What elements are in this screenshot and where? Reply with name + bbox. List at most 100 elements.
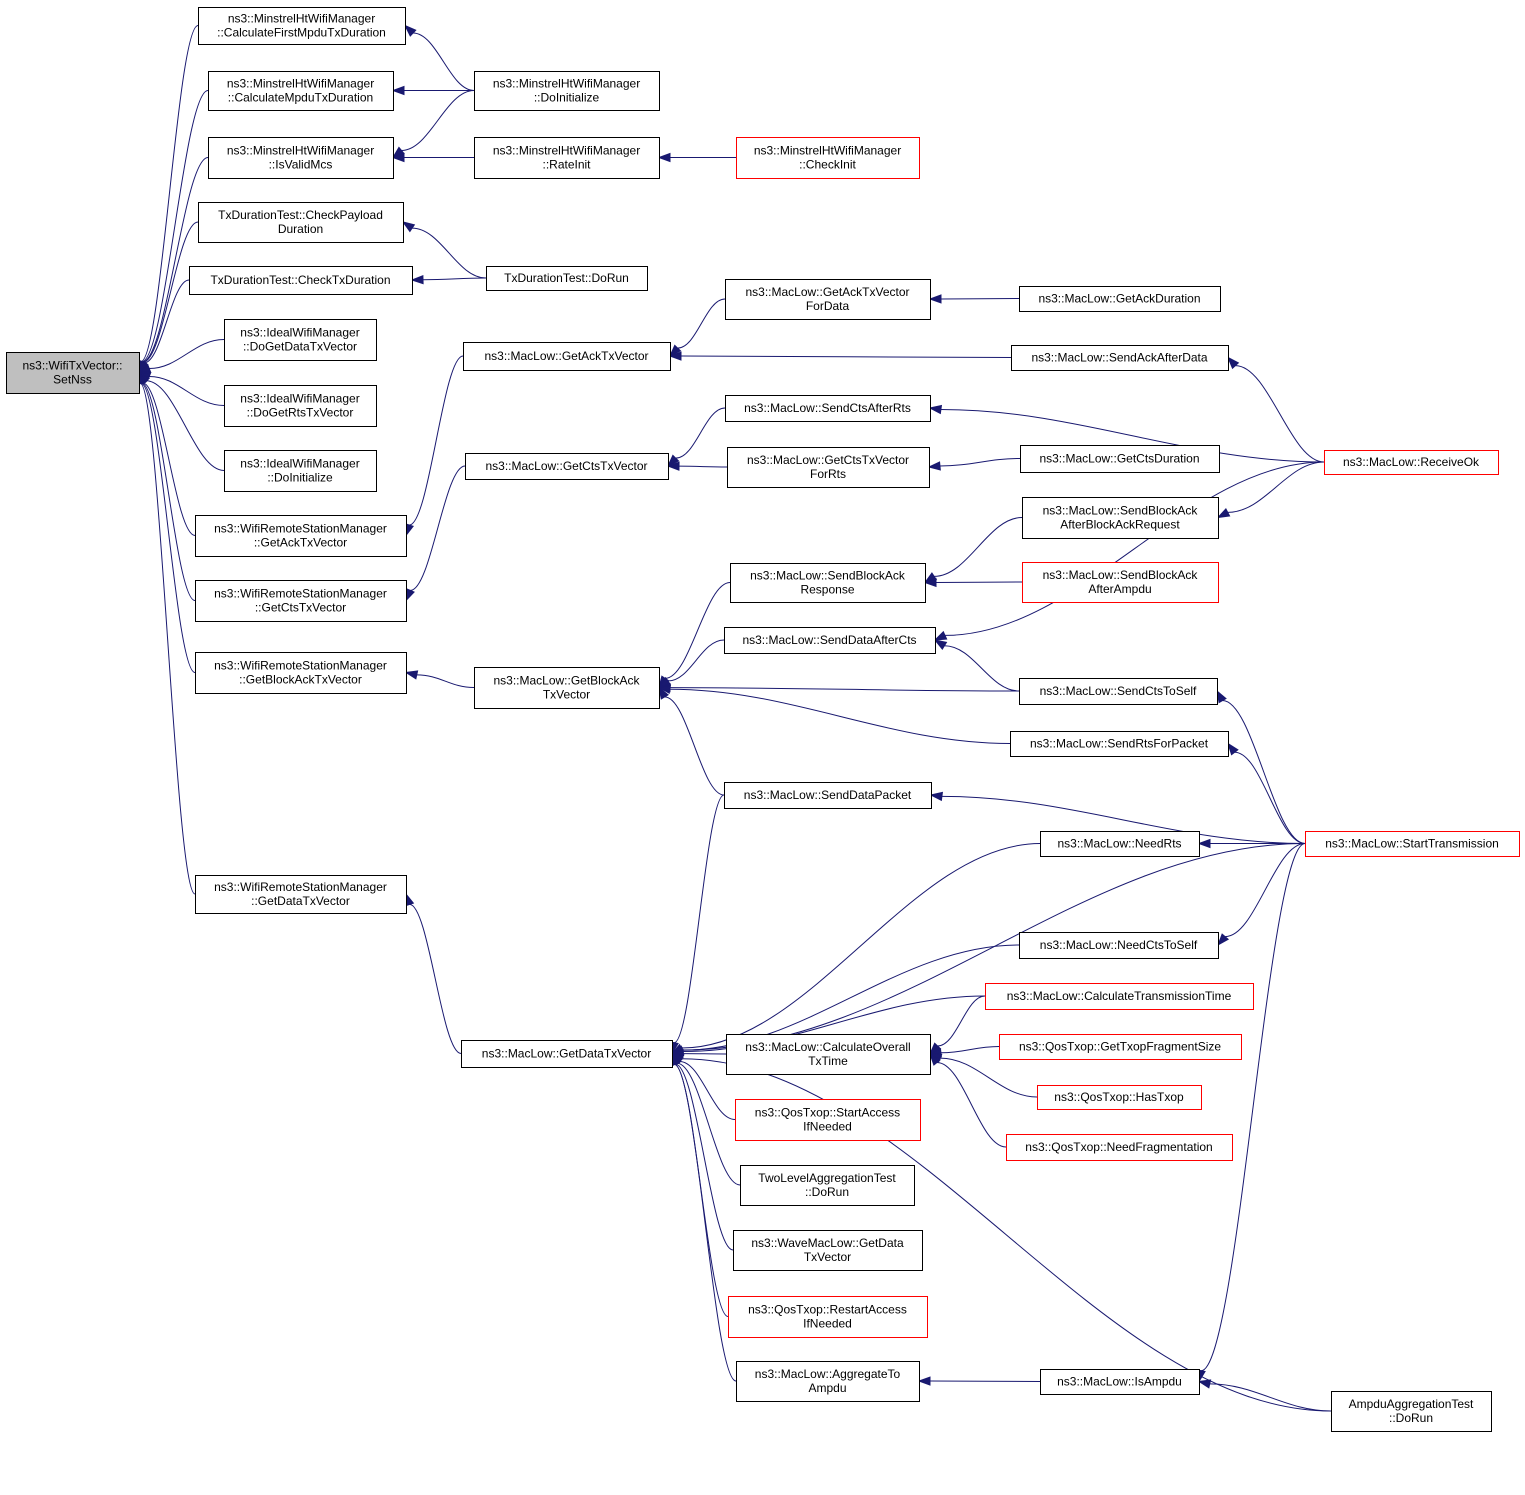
node-qt_needfrag[interactable]: ns3::QosTxop::NeedFragmentation: [1006, 1134, 1233, 1161]
edge-ml_starttx-to-ml_needctstoself: [1225, 843, 1306, 938]
node-qt_gettxopfrag[interactable]: ns3::QosTxop::GetTxopFragmentSize: [999, 1034, 1242, 1060]
node-wml_getdata[interactable]: ns3::WaveMacLow::GetDataTxVector: [733, 1230, 923, 1271]
arrowhead-ml_starttx-to-ml_sendrtsforpacket: [1227, 742, 1239, 756]
node-ml_senddatapacket[interactable]: ns3::MacLow::SendDataPacket: [724, 782, 932, 809]
node-mhw_isvalid[interactable]: ns3::MinstrelHtWifiManager::IsValidMcs: [208, 137, 394, 179]
node-ml_sendctstoself[interactable]: ns3::MacLow::SendCtsToSelf: [1019, 678, 1218, 705]
node-label-mhw_calcfirst-0: ns3::MinstrelHtWifiManager: [228, 12, 375, 26]
node-qt_hastxop[interactable]: ns3::QosTxop::HasTxop: [1037, 1085, 1202, 1110]
node-label-mhw_rateinit-1: ::RateInit: [542, 158, 591, 172]
node-box-txd_dorun: [486, 266, 648, 291]
node-setnss[interactable]: ns3::WifiTxVector::SetNss: [6, 352, 140, 394]
node-wrsm_blockack[interactable]: ns3::WifiRemoteStationManager::GetBlockA…: [195, 652, 407, 694]
edge-ml_calctransmission-to-ml_getdata: [682, 995, 986, 1053]
node-wrsm_ack[interactable]: ns3::WifiRemoteStationManager::GetAckTxV…: [195, 515, 407, 557]
arrowhead-aat_dorun-to-ml_getdata: [670, 1052, 685, 1064]
node-box-ml_getctsduration: [1020, 445, 1220, 473]
node-label-ml_getctsforrts-0: ns3::MacLow::GetCtsTxVector: [747, 453, 909, 467]
node-label-wml_getdata-0: ns3::WaveMacLow::GetData: [751, 1236, 904, 1250]
node-label-qt_gettxopfrag-0: ns3::QosTxop::GetTxopFragmentSize: [1019, 1040, 1221, 1054]
node-ml_starttx[interactable]: ns3::MacLow::StartTransmission: [1305, 831, 1520, 857]
edge-ml_getblockack-to-wrsm_blockack: [416, 674, 475, 688]
arrowhead-ml_sendctsafterrts-to-ml_getcts: [666, 454, 680, 468]
edge-mhw_calcfirst-to-setnss: [140, 25, 199, 363]
arrowhead-qt_needfrag-to-ml_calcoverall: [929, 1052, 941, 1066]
arrowhead-ml_receiveok-to-ml_sendblockackafterreq: [1216, 507, 1231, 519]
node-ml_getackduration[interactable]: ns3::MacLow::GetAckDuration: [1019, 286, 1221, 312]
node-label-ml_getackfordata-1: ForData: [806, 299, 850, 313]
edge-ml_getdata-to-wrsm_data: [409, 903, 462, 1054]
node-box-aat_dorun: [1331, 1391, 1492, 1432]
node-box-ml_senddatapacket: [724, 782, 932, 809]
node-ml_needctstoself[interactable]: ns3::MacLow::NeedCtsToSelf: [1019, 932, 1219, 959]
node-label-mhw_calcmpdu-1: ::CalculateMpduTxDuration: [228, 91, 373, 105]
node-txd_dorun[interactable]: TxDurationTest::DoRun: [486, 266, 648, 291]
node-label-iw_dogetdata-1: ::DoGetDataTxVector: [243, 340, 357, 354]
node-label-qt_restartaccess-1: IfNeeded: [803, 1317, 852, 1331]
edge-ml_sendrtsforpacket-to-ml_getblockack: [669, 688, 1011, 744]
node-ml_receiveok[interactable]: ns3::MacLow::ReceiveOk: [1324, 450, 1499, 475]
node-iw_doinit[interactable]: ns3::IdealWifiManager::DoInitialize: [224, 450, 377, 492]
edge-ml_sendctstoself-to-ml_senddataaftercts: [944, 645, 1020, 692]
node-mhw_calcmpdu[interactable]: ns3::MinstrelHtWifiManager::CalculateMpd…: [208, 71, 394, 111]
node-mhw_calcfirst[interactable]: ns3::MinstrelHtWifiManager::CalculateFir…: [198, 7, 406, 45]
edge-txd_dorun-to-txd_checktx: [422, 277, 487, 281]
node-mhw_doinit[interactable]: ns3::MinstrelHtWifiManager::DoInitialize: [474, 71, 660, 111]
node-ml_sendblockackafterreq[interactable]: ns3::MacLow::SendBlockAckAfterBlockAckRe…: [1022, 497, 1219, 539]
node-box-ml_needrts: [1040, 831, 1200, 857]
node-mhw_checkinit[interactable]: ns3::MinstrelHtWifiManager::CheckInit: [736, 137, 920, 179]
node-label-iw_doinit-0: ns3::IdealWifiManager: [240, 457, 359, 471]
node-mhw_rateinit[interactable]: ns3::MinstrelHtWifiManager::RateInit: [474, 137, 660, 179]
node-txd_checktx[interactable]: TxDurationTest::CheckTxDuration: [189, 266, 413, 295]
node-aat_dorun[interactable]: AmpduAggregationTest::DoRun: [1331, 1391, 1492, 1432]
node-ml_getack[interactable]: ns3::MacLow::GetAckTxVector: [463, 342, 671, 371]
node-ml_getctsduration[interactable]: ns3::MacLow::GetCtsDuration: [1020, 445, 1220, 473]
node-label-qt_needfrag-0: ns3::QosTxop::NeedFragmentation: [1025, 1140, 1212, 1154]
edge-qt_hastxop-to-ml_calcoverall: [940, 1057, 1038, 1098]
arrowhead-ml_getctsduration-to-ml_getctsforrts: [927, 461, 941, 471]
arrowhead-ml_starttx-to-ml_needctstoself: [1217, 933, 1230, 947]
node-ml_needrts[interactable]: ns3::MacLow::NeedRts: [1040, 831, 1200, 857]
node-ml_getblockack[interactable]: ns3::MacLow::GetBlockAckTxVector: [474, 667, 660, 709]
arrowhead-ml_receiveok-to-ml_sendackafterdata: [1227, 356, 1240, 370]
node-iw_dogetrts[interactable]: ns3::IdealWifiManager::DoGetRtsTxVector: [224, 385, 377, 427]
node-ml_getdata[interactable]: ns3::MacLow::GetDataTxVector: [461, 1040, 673, 1068]
node-label-wrsm_data-1: ::GetDataTxVector: [251, 894, 350, 908]
node-ml_isampdu[interactable]: ns3::MacLow::IsAmpdu: [1040, 1369, 1200, 1395]
node-box-wml_getdata: [733, 1230, 923, 1271]
node-label-ml_sendctsafterrts-0: ns3::MacLow::SendCtsAfterRts: [744, 401, 911, 415]
node-label-iw_dogetrts-0: ns3::IdealWifiManager: [240, 392, 359, 406]
arrowhead-ml_starttx-to-ml_senddatapacket: [929, 791, 944, 802]
node-box-ml_getcts: [465, 453, 669, 480]
node-label-ml_senddataaftercts-0: ns3::MacLow::SendDataAfterCts: [742, 633, 916, 647]
node-label-mhw_calcfirst-1: ::CalculateFirstMpduTxDuration: [217, 26, 386, 40]
node-box-wrsm_cts: [195, 580, 407, 622]
node-iw_dogetdata[interactable]: ns3::IdealWifiManager::DoGetDataTxVector: [224, 319, 377, 361]
node-ml_sendackafterdata[interactable]: ns3::MacLow::SendAckAfterData: [1011, 345, 1229, 371]
node-label-ml_needctstoself-0: ns3::MacLow::NeedCtsToSelf: [1040, 938, 1198, 952]
edge-ml_sendblockackresp-to-ml_getblockack: [665, 582, 731, 679]
node-ml_sendrtsforpacket[interactable]: ns3::MacLow::SendRtsForPacket: [1010, 731, 1229, 757]
node-label-ml_getdata-0: ns3::MacLow::GetDataTxVector: [482, 1047, 651, 1061]
edge-ml_getackfordata-to-ml_getack: [677, 298, 726, 349]
node-box-qt_needfrag: [1006, 1134, 1233, 1161]
node-ml_calctransmission[interactable]: ns3::MacLow::CalculateTransmissionTime: [985, 983, 1254, 1010]
node-ml_senddataaftercts[interactable]: ns3::MacLow::SendDataAfterCts: [724, 627, 936, 654]
edge-qt_needfrag-to-ml_calcoverall: [936, 1062, 1007, 1148]
node-wrsm_data[interactable]: ns3::WifiRemoteStationManager::GetDataTx…: [195, 875, 407, 914]
node-wrsm_cts[interactable]: ns3::WifiRemoteStationManager::GetCtsTxV…: [195, 580, 407, 622]
node-ml_getcts[interactable]: ns3::MacLow::GetCtsTxVector: [465, 453, 669, 480]
node-ml_sendctsafterrts[interactable]: ns3::MacLow::SendCtsAfterRts: [725, 395, 931, 422]
arrowhead-ml_sendackafterdata-to-ml_getack: [668, 351, 682, 361]
node-tla_dorun[interactable]: TwoLevelAggregationTest::DoRun: [740, 1165, 915, 1206]
arrowhead-ml_isampdu-to-ml_aggregate: [917, 1376, 931, 1386]
